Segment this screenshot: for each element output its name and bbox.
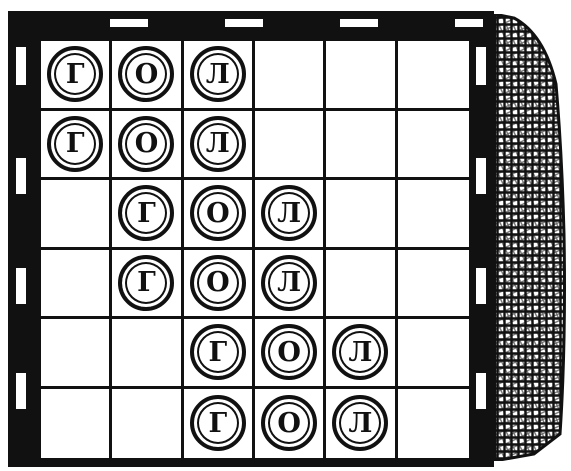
piece-letter: О <box>135 61 159 88</box>
board-cell[interactable]: О <box>184 250 255 320</box>
piece-letter: Л <box>206 61 230 88</box>
game-piece[interactable]: Л <box>261 185 317 241</box>
game-piece[interactable]: Г <box>118 185 174 241</box>
board-cell[interactable] <box>398 250 469 320</box>
board-cell[interactable] <box>41 389 112 459</box>
frame-stripe <box>474 156 488 196</box>
board-cell[interactable]: Л <box>255 250 326 320</box>
game-piece[interactable]: Г <box>190 324 246 380</box>
board-cell[interactable]: Г <box>41 41 112 111</box>
piece-letter: О <box>135 130 159 157</box>
board-cell[interactable] <box>326 250 397 320</box>
frame-stripe <box>14 156 28 196</box>
frame-stripe <box>14 266 28 306</box>
game-piece[interactable]: Л <box>261 255 317 311</box>
board-cell[interactable]: Г <box>41 111 112 181</box>
frame-stripe <box>474 266 488 306</box>
board-cell[interactable]: Г <box>112 250 183 320</box>
piece-letter: Г <box>209 410 228 437</box>
board-cell[interactable]: О <box>184 180 255 250</box>
frame-stripe <box>108 17 150 29</box>
piece-letter: Г <box>137 200 156 227</box>
piece-letter: Г <box>66 130 85 157</box>
game-piece[interactable]: Г <box>47 116 103 172</box>
game-piece[interactable]: О <box>261 324 317 380</box>
board-cell[interactable]: Л <box>184 111 255 181</box>
game-piece[interactable]: Л <box>332 324 388 380</box>
board-cell[interactable] <box>255 41 326 111</box>
board-cell[interactable] <box>112 389 183 459</box>
frame-stripe <box>474 45 488 87</box>
piece-letter: Л <box>349 410 373 437</box>
goal-net-icon <box>494 14 568 461</box>
board-cell[interactable]: Л <box>326 389 397 459</box>
board-cell[interactable]: Г <box>112 180 183 250</box>
board-cell[interactable] <box>326 180 397 250</box>
board-cell[interactable] <box>326 41 397 111</box>
piece-letter: О <box>206 200 230 227</box>
game-piece[interactable]: Г <box>47 46 103 102</box>
piece-letter: Г <box>66 61 85 88</box>
piece-letter: Л <box>277 200 301 227</box>
frame-stripe <box>223 17 265 29</box>
piece-letter: Л <box>206 130 230 157</box>
piece-letter: О <box>206 269 230 296</box>
piece-letter: Л <box>349 339 373 366</box>
piece-letter: Г <box>137 269 156 296</box>
game-piece[interactable]: Л <box>190 116 246 172</box>
game-piece[interactable]: Г <box>190 395 246 451</box>
piece-letter: Г <box>209 339 228 366</box>
board-cell[interactable] <box>398 111 469 181</box>
board-cell[interactable]: О <box>255 389 326 459</box>
frame-stripe <box>14 371 28 411</box>
board-cell[interactable]: Г <box>184 389 255 459</box>
frame-stripe <box>474 371 488 411</box>
board-cell[interactable]: О <box>112 41 183 111</box>
board-cell[interactable]: Г <box>184 319 255 389</box>
frame-stripe <box>453 17 485 29</box>
board-cell[interactable] <box>41 250 112 320</box>
piece-letter: О <box>277 339 301 366</box>
game-piece[interactable]: О <box>118 46 174 102</box>
board-cell[interactable] <box>41 180 112 250</box>
game-piece[interactable]: Г <box>118 255 174 311</box>
board-cell[interactable]: О <box>255 319 326 389</box>
game-board: Г О Л Г О Л Г О Л Г О Л Г О Л Г О Л <box>41 41 469 458</box>
board-cell[interactable] <box>398 41 469 111</box>
game-piece[interactable]: О <box>190 255 246 311</box>
game-piece[interactable]: Л <box>190 46 246 102</box>
game-piece[interactable]: О <box>118 116 174 172</box>
frame-stripe <box>14 45 28 87</box>
board-cell[interactable] <box>398 319 469 389</box>
board-cell[interactable] <box>398 180 469 250</box>
board-cell[interactable]: Л <box>255 180 326 250</box>
frame-stripe <box>338 17 380 29</box>
game-piece[interactable]: О <box>190 185 246 241</box>
board-cell[interactable] <box>112 319 183 389</box>
board-cell[interactable]: Л <box>184 41 255 111</box>
board-cell[interactable] <box>326 111 397 181</box>
piece-letter: Л <box>277 269 301 296</box>
board-cell[interactable] <box>41 319 112 389</box>
board-cell[interactable]: О <box>112 111 183 181</box>
board-cell[interactable] <box>398 389 469 459</box>
game-piece[interactable]: Л <box>332 395 388 451</box>
game-piece[interactable]: О <box>261 395 317 451</box>
board-cell[interactable]: Л <box>326 319 397 389</box>
board-cell[interactable] <box>255 111 326 181</box>
piece-letter: О <box>277 410 301 437</box>
